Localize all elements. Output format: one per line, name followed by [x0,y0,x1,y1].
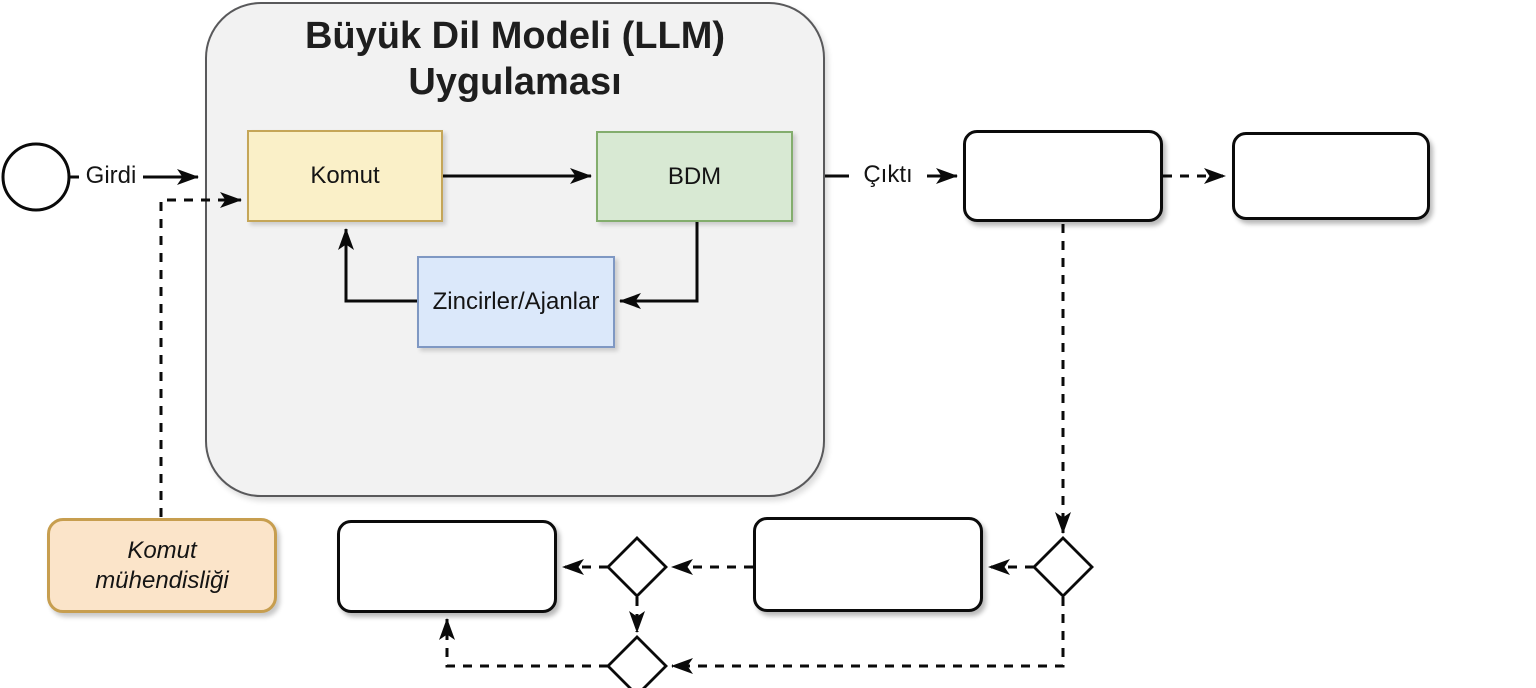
decision-diamond-bottom [606,635,668,688]
komut-muhendisligi-node: Komut mühendisliği [47,518,277,613]
llm-application-container [205,2,825,497]
zincirler-ajanlar-node: Zincirler/Ajanlar [417,256,615,348]
komut-label: Komut [310,162,380,189]
edge-diamond-bottom-to-left-box [439,618,608,668]
komut-muhendisligi-label: Komut mühendisliği [95,536,229,594]
process-box-left [337,520,557,613]
edge-diamond-right-to-diamond-bottom [671,597,1065,674]
edge-zincirler-to-komut [338,228,417,303]
bdm-label: BDM [667,162,722,190]
start-circle [1,142,71,212]
edge-prompt-engineering-to-komut [159,192,242,517]
edge-bdm-to-zincirler [619,222,699,309]
decision-diamond-right [1032,536,1094,598]
cikti-edge-label: Çıktı [849,160,927,190]
girdi-edge-label: Girdi [79,161,143,191]
komut-node: Komut [247,130,443,222]
output-box-1 [963,130,1163,222]
llm-application-title: Büyük Dil Modeli (LLM) Uygulaması [304,15,726,103]
process-box-middle [753,517,983,612]
decision-diamond-left [606,536,668,598]
zincirler-ajanlar-label: Zincirler/Ajanlar [432,288,600,315]
output-box-2 [1232,132,1430,220]
bdm-node: BDM [596,131,793,222]
